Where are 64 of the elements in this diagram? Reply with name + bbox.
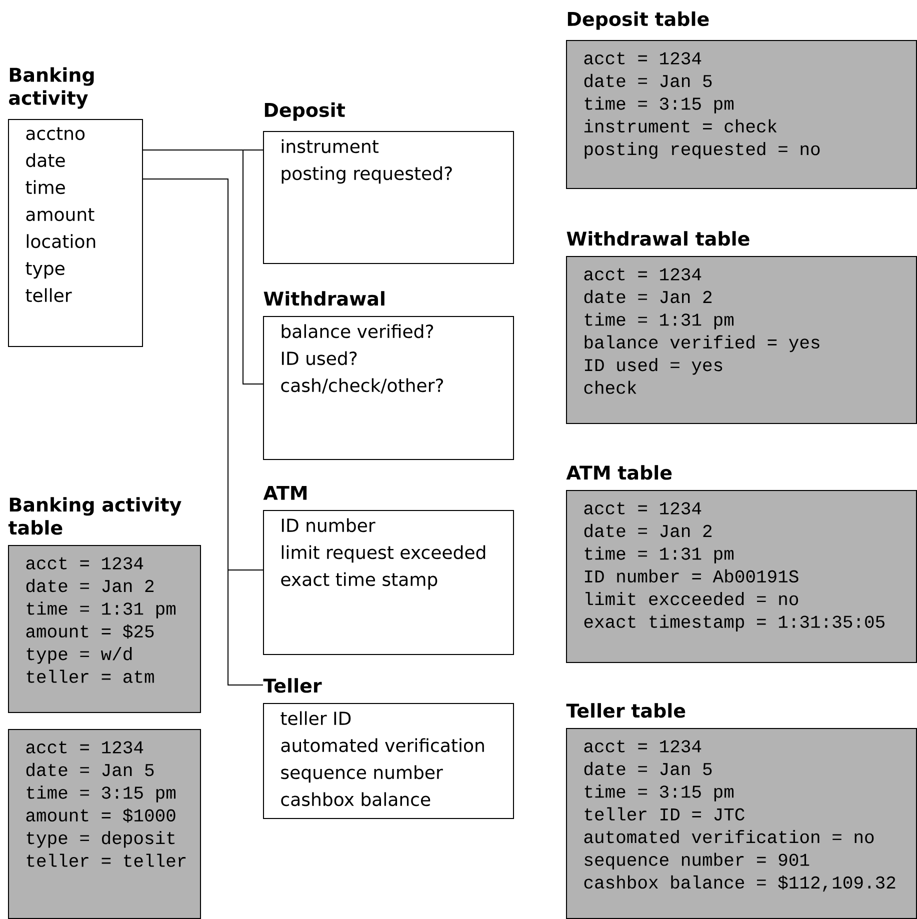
node-label: amount bbox=[26, 208, 94, 222]
node-label: date = Jan 2 bbox=[584, 290, 712, 304]
node-label: instrument = check bbox=[584, 119, 777, 133]
connector-line bbox=[142, 178, 264, 686]
record-box: acct = 1234 date = Jan 2 time = 1:31 pm amount = $25 type = w/d teller = atm bbox=[8, 545, 201, 713]
node-label: acct = 1234 bbox=[584, 52, 702, 64]
node-label: ID number = Ab00191S bbox=[584, 569, 798, 583]
record-box: acct = 1234 date = Jan 5 time = 3:15 pm teller ID = JTC automated verification = no sequence number = 901 cashbox balance = $112,109.32 bbox=[566, 728, 917, 919]
node-label: date = Jan 2 bbox=[584, 524, 712, 538]
node-label: automated verification bbox=[281, 738, 484, 752]
entity-box: instrument posting requested? bbox=[263, 131, 514, 264]
record-box: acct = 1234 date = Jan 2 time = 1:31 pm balance verified = yes ID used = yes check bbox=[566, 256, 917, 424]
node-label: cashbox balance = $112,109.32 bbox=[584, 875, 896, 892]
node-label: type bbox=[26, 262, 64, 279]
heading: Teller bbox=[263, 678, 322, 693]
heading: Deposit table bbox=[568, 11, 709, 30]
node-label: automated verification = no bbox=[584, 830, 874, 844]
node-label: balance verified = yes bbox=[584, 335, 820, 352]
node-label: cashbox balance bbox=[281, 792, 430, 806]
node-label: ID used = yes bbox=[584, 358, 722, 375]
node-label: sequence number = 901 bbox=[584, 852, 810, 870]
node-label: acctno bbox=[26, 127, 85, 140]
node-label: time = 1:31 pm bbox=[26, 602, 176, 618]
node-label: check bbox=[584, 380, 636, 394]
node-label: location bbox=[26, 234, 96, 248]
entity-box: teller ID automated verification sequence number cashbox balance bbox=[263, 703, 514, 819]
node-label: amount = $25 bbox=[26, 624, 154, 639]
record-box: acct = 1234 date = Jan 5 time = 3:15 pm amount = $1000 type = deposit teller = teller bbox=[8, 729, 201, 919]
record-box: acct = 1234 date = Jan 5 time = 3:15 pm instrument = check posting requested = no bbox=[566, 40, 917, 189]
node-label: time bbox=[26, 180, 65, 194]
heading: Teller table bbox=[566, 703, 686, 718]
heading: Banking activity bbox=[9, 67, 94, 109]
node-label: date bbox=[26, 153, 65, 168]
node-label: teller bbox=[26, 288, 72, 302]
node-label: acct = 1234 bbox=[584, 502, 702, 514]
node-label: exact timestamp = 1:31:35:05 bbox=[584, 614, 884, 632]
node-label: posting requested = no bbox=[584, 142, 820, 159]
node-label: limit excceeded = no bbox=[586, 592, 798, 606]
node-label: date = Jan 2 bbox=[26, 578, 154, 592]
heading: ATM bbox=[263, 486, 307, 500]
connector-line bbox=[142, 150, 264, 384]
node-label: acct = 1234 bbox=[26, 557, 144, 570]
node-label: time = 1:31 pm bbox=[584, 546, 734, 564]
node-label: date = Jan 5 bbox=[584, 74, 712, 88]
heading: Withdrawal bbox=[264, 291, 384, 306]
node-label: teller ID bbox=[280, 711, 351, 726]
node-label: teller ID = JTC bbox=[584, 807, 744, 821]
entity-box: ID number limit request exceeded exact time stamp bbox=[263, 510, 514, 655]
node-label: time = 3:15 pm bbox=[584, 96, 734, 114]
heading: Withdrawal table bbox=[566, 231, 750, 246]
node-label: acct = 1234 bbox=[584, 740, 702, 752]
record-box: acct = 1234 date = Jan 2 time = 1:31 pm ID number = Ab00191S limit excceeded = no exact timestamp = 1:31:35:05 bbox=[566, 490, 917, 663]
entity-box: acctno date time amount location type teller bbox=[8, 119, 143, 347]
heading: ATM table bbox=[566, 465, 672, 480]
node-label: type = w/d bbox=[26, 647, 132, 664]
node-label: time = 1:31 pm bbox=[584, 312, 734, 330]
node-label: date = Jan 5 bbox=[584, 762, 712, 776]
entity-box: balance verified? ID used? cash/check/other? bbox=[263, 316, 514, 460]
heading: Deposit bbox=[264, 102, 345, 121]
node-label: time = 3:15 pm bbox=[584, 784, 734, 802]
heading: Banking activity table bbox=[8, 497, 182, 535]
node-label: sequence number bbox=[281, 765, 443, 783]
node-label: acct = 1234 bbox=[584, 268, 702, 280]
node-label: teller = atm bbox=[26, 670, 154, 683]
